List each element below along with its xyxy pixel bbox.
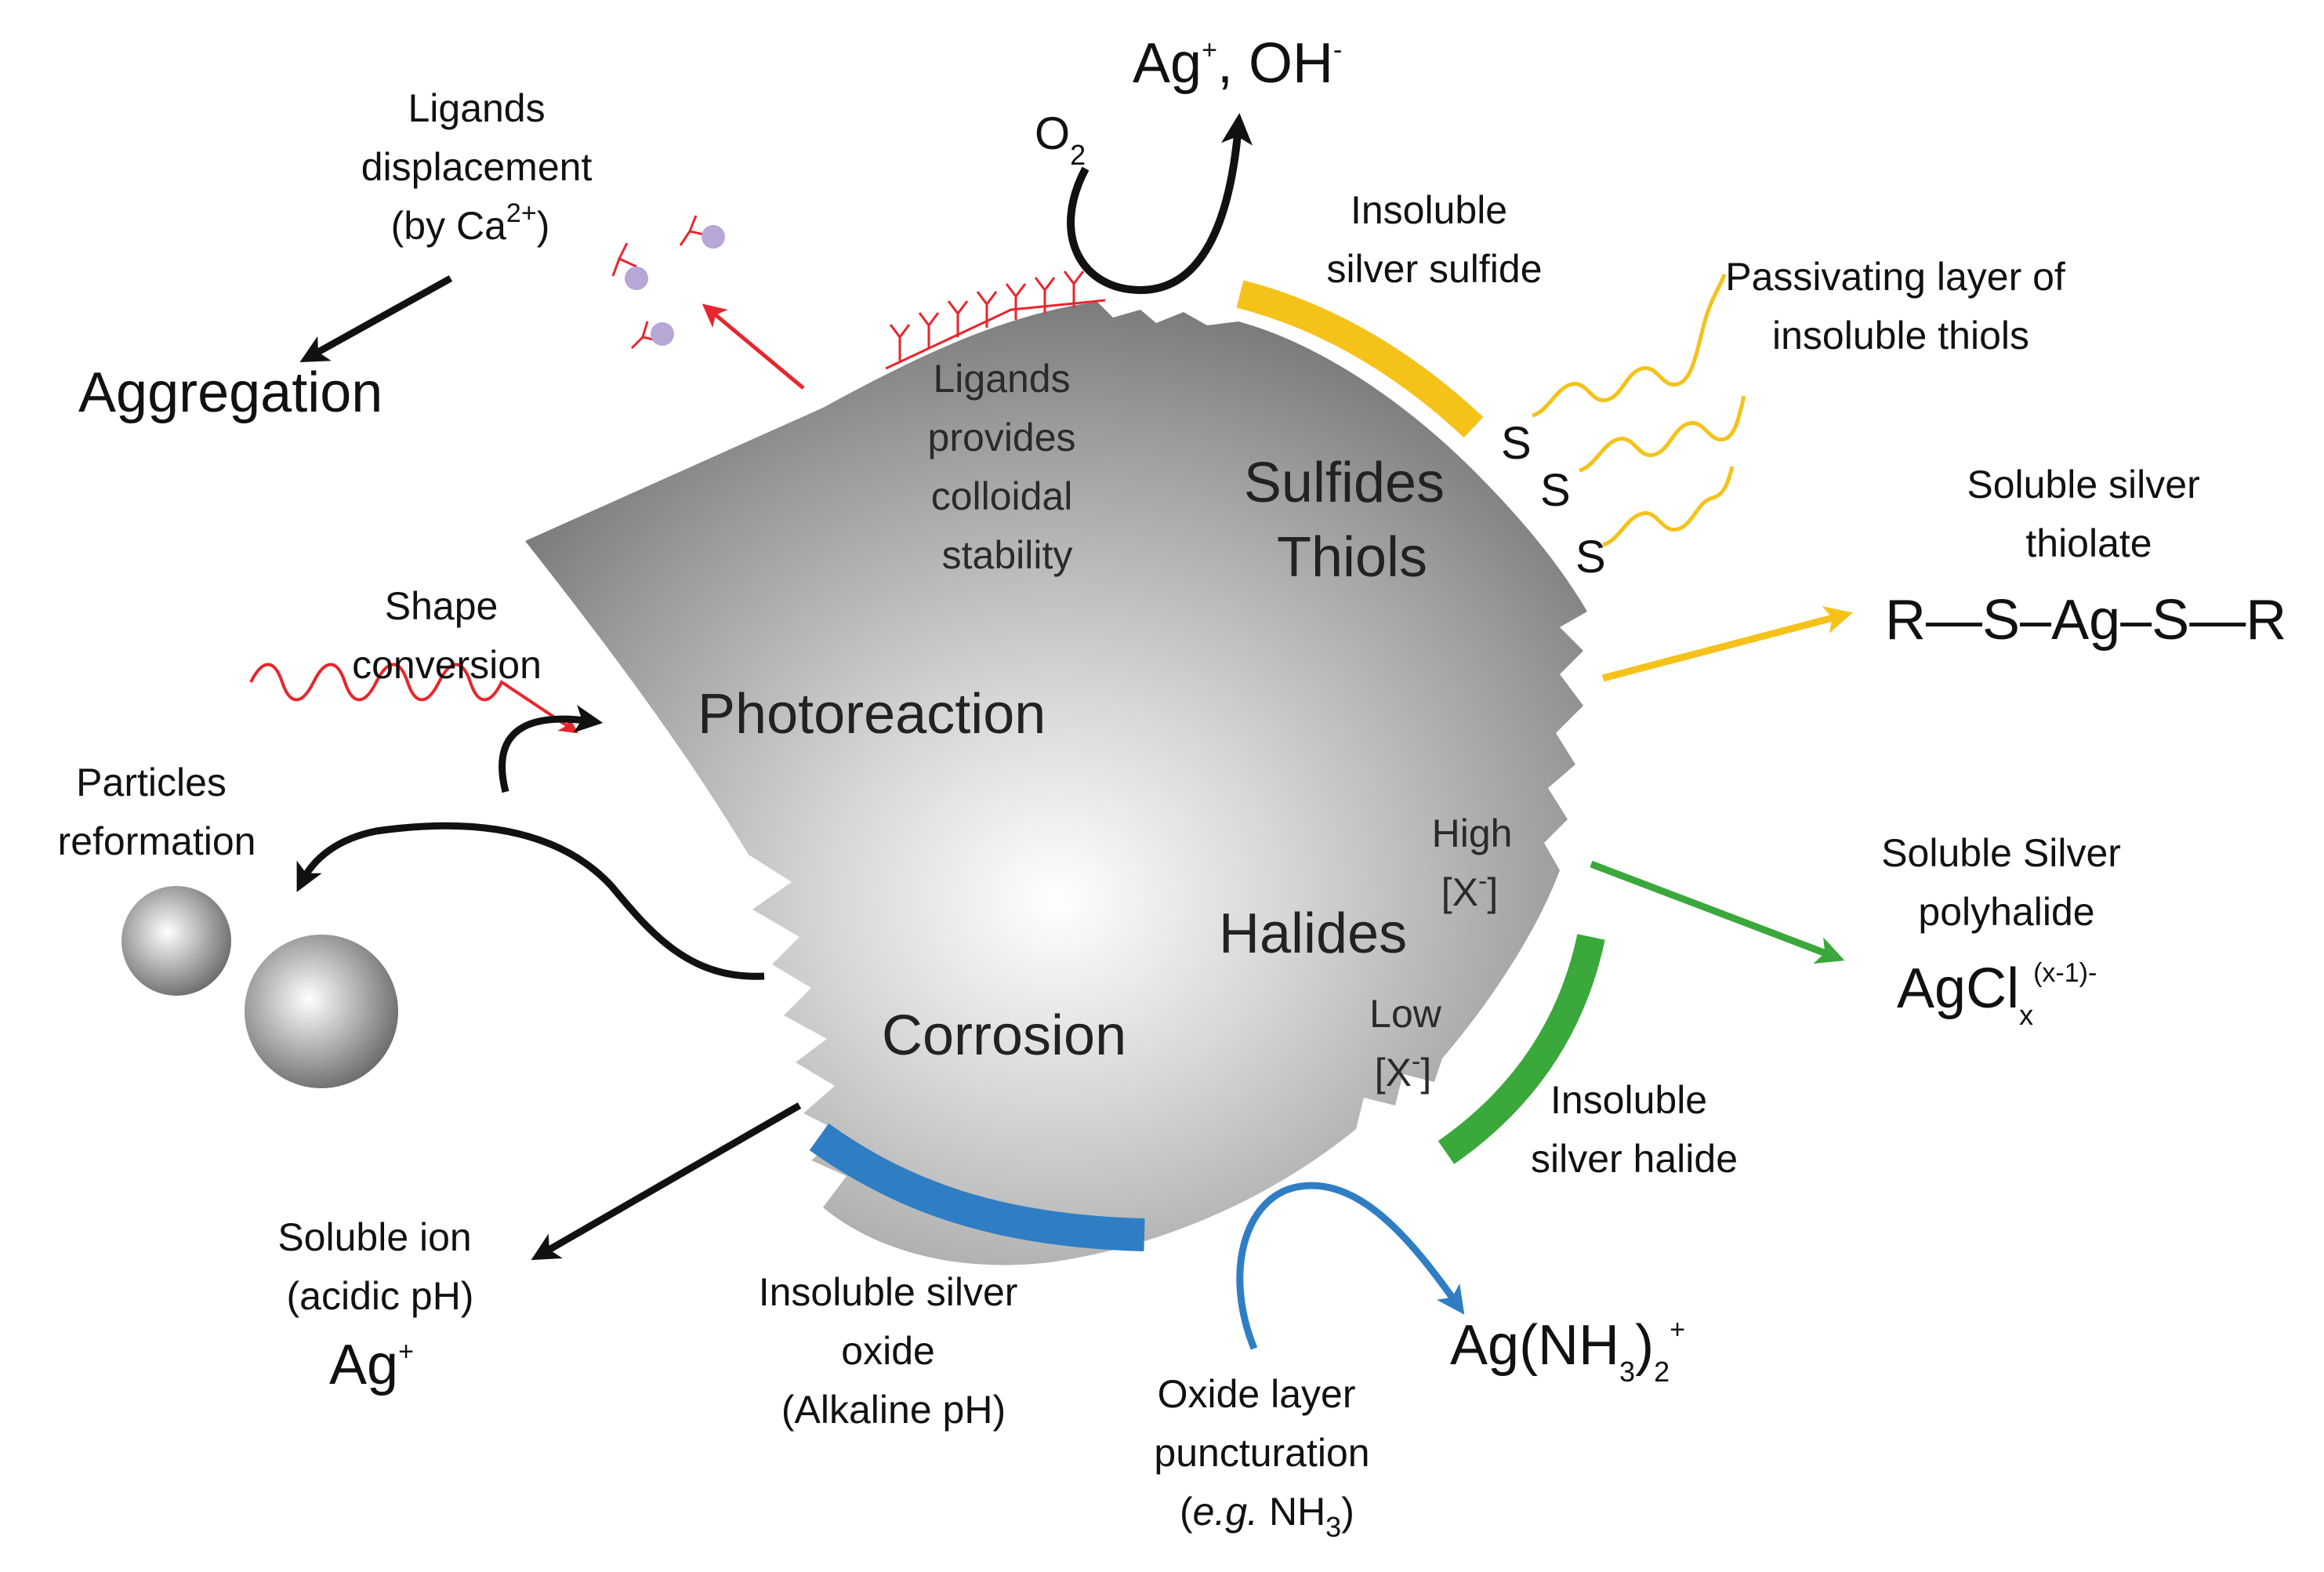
soluble-polyhalide-label: Soluble Silver polyhalide (1881, 831, 2132, 934)
soluble-thiolate-label: Soluble silver thiolate (1967, 463, 2210, 565)
soluble-ion-label: Soluble ion (acidic pH) (277, 1215, 482, 1318)
halides-region-label: Halides (1219, 902, 1407, 965)
aggregation-label: Aggregation (78, 361, 382, 424)
polyhalide-arrow (1590, 860, 1845, 964)
oxide-puncturation-example: (e.g. NH3) (1180, 1490, 1354, 1543)
thiol-s-label-1: S (1501, 418, 1532, 469)
thiolate-arrow (1601, 606, 1853, 682)
reformed-particle-small (121, 886, 231, 996)
insoluble-silver-oxide-label: Insoluble silver oxide (Alkaline pH) (759, 1270, 1029, 1432)
soluble-ion-arrow (531, 1102, 802, 1261)
thiol-chains (1532, 274, 1746, 547)
particle-reformation-arrow (296, 822, 765, 980)
surface-ligands (885, 270, 1106, 370)
photoreaction-region-label: Photoreaction (698, 683, 1046, 746)
oxygen-label: O2 (1035, 108, 1086, 171)
aggregation-arrow (299, 275, 453, 362)
oxide-puncturation-label: Oxide layer puncturation (1154, 1372, 1369, 1475)
insoluble-silver-halide-label: Insoluble silver halide (1531, 1078, 1738, 1181)
silver-diammine-formula: Ag(NH3)2+ (1450, 1314, 1685, 1388)
ligands-displacement-label: Ligands displacement (by Ca2+) (361, 86, 604, 248)
insoluble-silver-sulfide-label: Insoluble silver sulfide (1326, 188, 1542, 291)
thiolate-formula: R—S–Ag–S—R (1885, 589, 2286, 652)
detached-ligands (611, 215, 725, 350)
silver-oxide-layer (809, 1123, 1145, 1251)
particles-reformation-label: Particles reformation (58, 761, 256, 863)
low-halide-label: Low [X-] (1369, 992, 1452, 1095)
high-halide-label: High [X-] (1432, 811, 1524, 914)
thiol-s-label-3: S (1575, 532, 1606, 583)
passivating-layer-label: Passivating layer of insoluble thiols (1725, 255, 2076, 358)
sulfides-thiols-region-label: Sulfides Thiols (1244, 452, 1460, 589)
silver-ion-hydroxide-label: Ag+, OH- (1133, 32, 1342, 95)
silver-sulfide-layer (1236, 280, 1484, 438)
polyhalide-formula: AgClx(x-1)- (1897, 957, 2097, 1031)
thiol-s-label-2: S (1540, 465, 1571, 516)
shape-conversion-arrow (499, 705, 604, 793)
nanoparticle-body (525, 302, 1587, 1265)
oxidation-arrow (1067, 113, 1253, 295)
light-wave (249, 663, 578, 734)
reformed-particle-large (245, 935, 398, 1088)
corrosion-region-label: Corrosion (882, 1004, 1126, 1067)
oxide-puncturation-arrow (1236, 1182, 1465, 1350)
shape-conversion-label: Shape conversion (352, 584, 542, 687)
ligand-release-arrow (702, 303, 805, 390)
ligands-stability-label: Ligands provides colloidal stability (928, 357, 1087, 577)
silver-halide-layer (1438, 934, 1605, 1164)
silver-ion-formula: Ag+ (329, 1334, 414, 1396)
